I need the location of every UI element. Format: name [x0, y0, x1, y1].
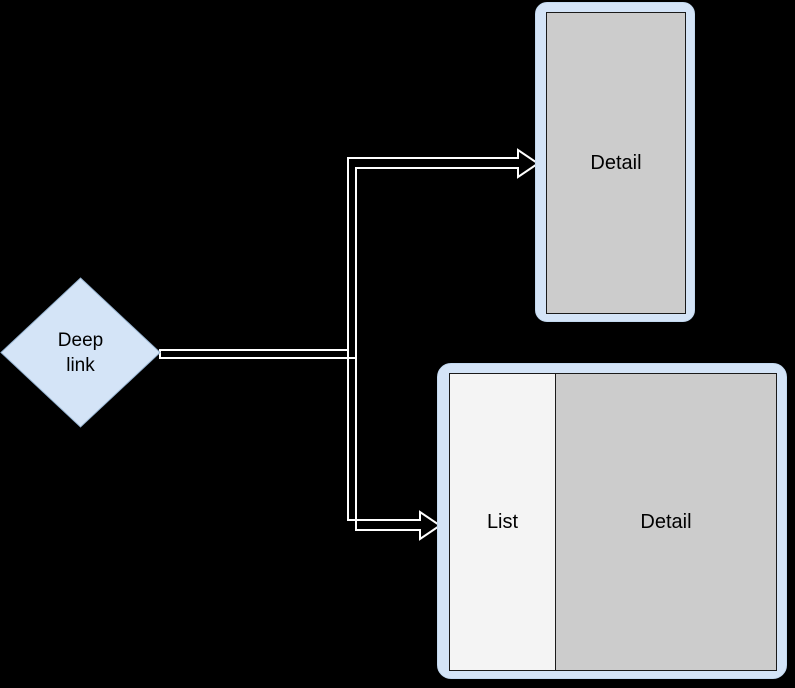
tablet-pane-detail[interactable]: Detail: [556, 374, 776, 670]
tablet-screen: List Detail: [449, 373, 777, 671]
edge-deep-link-to-detail: [159, 148, 540, 359]
phone-pane-detail[interactable]: Detail: [547, 13, 685, 313]
phone-screen: Detail: [546, 12, 686, 314]
node-phone-frame[interactable]: Detail: [535, 2, 695, 322]
node-tablet-frame[interactable]: List Detail: [437, 363, 787, 679]
tablet-pane-list-label: List: [486, 510, 519, 533]
phone-pane-detail-label: Detail: [590, 151, 642, 174]
node-deep-link[interactable]: Deep link: [0, 277, 161, 428]
tablet-pane-list[interactable]: List: [450, 374, 556, 670]
tablet-pane-detail-label: Detail: [640, 510, 692, 533]
edge-deep-link-to-list-detail: [159, 349, 442, 541]
diamond-shape: [0, 277, 161, 428]
